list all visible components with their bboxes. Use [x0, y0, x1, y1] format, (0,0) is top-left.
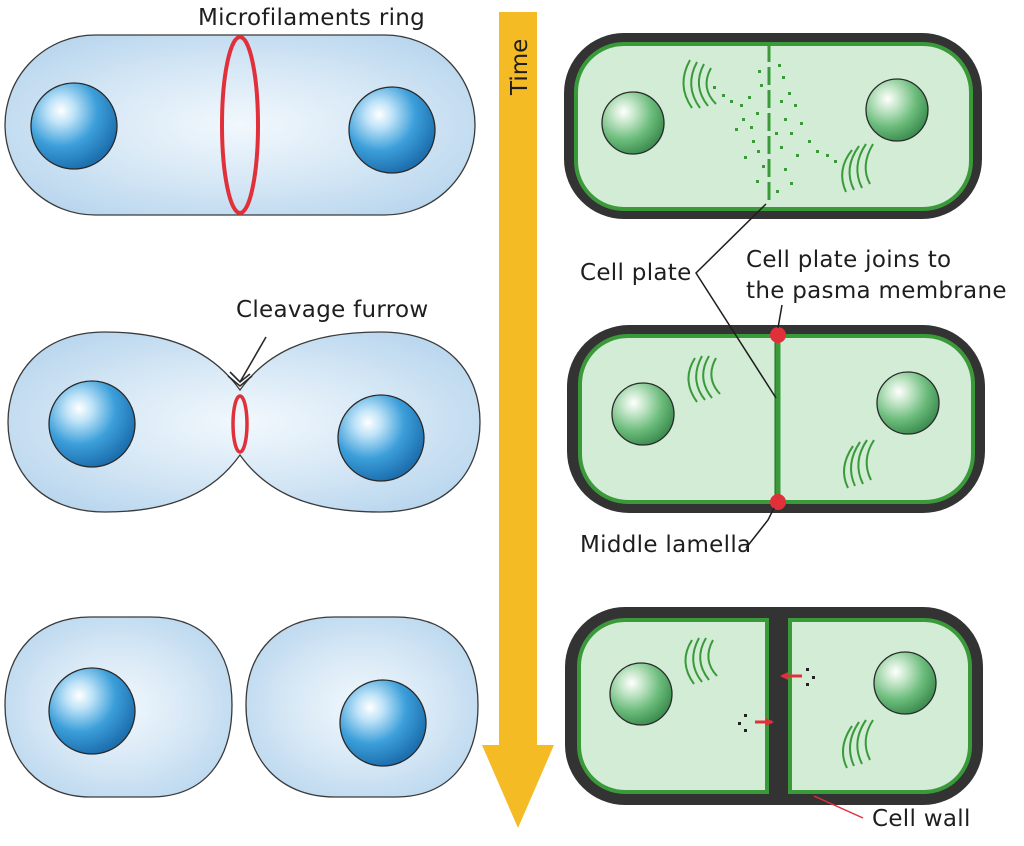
cleavage-furrow-pointer: [229, 336, 267, 384]
animal-cell-stage-2: Cleavage furrow: [7, 297, 481, 513]
cleavage-furrow-label: Cleavage furrow: [236, 297, 429, 323]
plant-cell-stage-2: [567, 325, 985, 513]
microfilaments-ring-label: Microfilaments ring: [198, 5, 425, 31]
nucleus-left: [48, 667, 136, 755]
nucleus-right: [337, 394, 425, 482]
vesicles: [713, 64, 837, 193]
microfilaments-ring: [220, 35, 260, 215]
plant-cell-stage-1: [564, 33, 982, 219]
cell-plate-joins-leader: [777, 304, 783, 329]
plant-cell-stage-3: [565, 607, 983, 805]
nucleus-right: [873, 651, 937, 715]
middle-lamella-leader: [745, 507, 775, 549]
nucleus-right: [876, 371, 940, 435]
nucleus-right: [339, 679, 427, 767]
nucleus-left: [48, 380, 136, 468]
golgi-right: [842, 719, 874, 769]
golgi-right: [843, 439, 875, 489]
nucleus-left: [601, 91, 665, 155]
vesicle-dots: [738, 668, 815, 732]
animal-cell-stage-1: Microfilaments ring: [4, 5, 476, 216]
nucleus-right: [348, 86, 436, 174]
golgi-left: [687, 355, 721, 403]
golgi-left: [684, 637, 718, 685]
cell-plate-leader: [695, 203, 777, 399]
animal-cell-stage-3: [4, 616, 479, 798]
nucleus-left: [611, 382, 675, 446]
cell-plate-joins-label-line2: the pasma membrane: [746, 278, 1007, 304]
nucleus-right: [865, 78, 929, 142]
time-arrow: Time: [482, 12, 554, 828]
time-label: Time: [507, 39, 533, 96]
nucleus-left: [609, 662, 673, 726]
golgi-left: [682, 59, 717, 109]
cell-wall-label: Cell wall: [872, 806, 971, 832]
junction-bottom: [770, 494, 786, 510]
cell-plate-joins-label-line1: Cell plate joins to: [746, 247, 951, 273]
cell-wall-leader: [813, 795, 864, 819]
nucleus-left: [30, 82, 118, 170]
junction-top: [770, 327, 786, 343]
middle-lamella-label: Middle lamella: [580, 532, 751, 558]
plant-labels: Cell plate Cell plate joins to the pasma…: [580, 203, 1007, 832]
contracting-ring: [231, 394, 249, 454]
golgi-right: [841, 143, 874, 193]
cell-plate-label: Cell plate: [580, 260, 692, 286]
